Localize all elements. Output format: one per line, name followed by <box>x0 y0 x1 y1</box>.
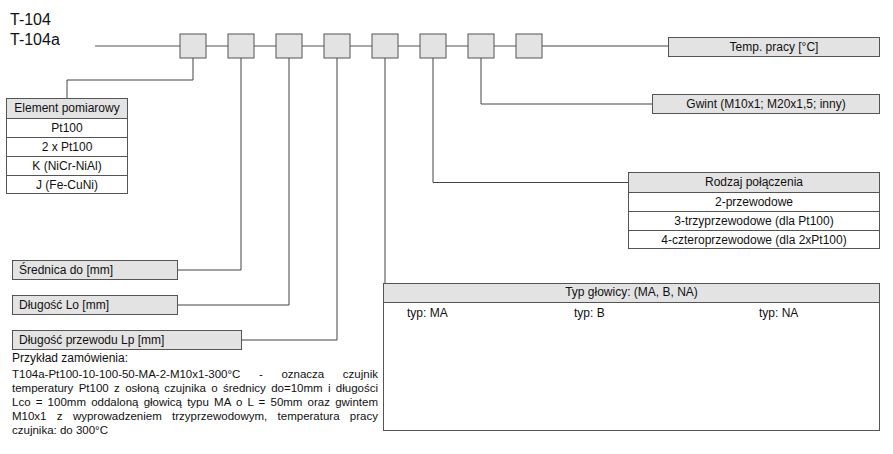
leader-line <box>542 46 668 47</box>
field-box: Długość Lo [mm] <box>12 295 178 315</box>
code-slot <box>468 34 494 58</box>
text: Długość Lo [mm] <box>19 296 109 314</box>
text: Średnica do [mm] <box>19 261 113 279</box>
example-heading: Przykład zamówienia: <box>12 351 378 365</box>
field-label: Gwint (M10x1; M20x1,5; inny) <box>653 95 879 114</box>
table-heading: Element pomiarowy <box>7 99 127 118</box>
dash <box>302 46 324 47</box>
text: Temp. pracy [°C] <box>730 38 819 56</box>
code-slot <box>180 34 206 58</box>
panel-heading: Typ głowicy: (MA, B, NA) <box>384 284 879 303</box>
text: Długość przewodu Lp [mm] <box>19 331 164 349</box>
text: Pt100 <box>51 119 82 137</box>
model-name: T-104 <box>10 11 51 29</box>
dash <box>95 46 180 47</box>
leader-line <box>433 58 628 183</box>
code-slot <box>372 34 398 58</box>
dash <box>494 46 516 47</box>
field-box: Temp. pracy [°C] <box>668 37 880 57</box>
code-slot <box>228 34 254 58</box>
field-box: Gwint (M10x1; M20x1,5; inny) <box>652 94 880 114</box>
code-slot <box>324 34 350 58</box>
head-type-label: typ: MA <box>406 306 449 320</box>
field-box: Średnica do [mm] <box>12 260 178 280</box>
head-type-label: typ: B <box>573 306 606 320</box>
leader-line <box>481 58 652 104</box>
table-cell: 4-czteroprzewodowe (dla 2xPt100) <box>629 230 879 249</box>
table-cell: J (Fe-CuNi) <box>7 175 127 194</box>
table-cell: 2-przewodowe <box>629 192 879 211</box>
field-label: Długość Lo [mm] <box>13 296 177 315</box>
model-name: T-104a <box>10 31 60 49</box>
table-cell: Pt100 <box>7 118 127 137</box>
text: Rodzaj połączenia <box>705 173 803 191</box>
code-slot <box>420 34 446 58</box>
text: Element pomiarowy <box>14 99 119 117</box>
table-cell: 2 x Pt100 <box>7 137 127 156</box>
table-cell: K (NiCr-NiAl) <box>7 156 127 175</box>
example-note: T104a-Pt100-10-100-50-MA-2-M10x1-300°C -… <box>12 367 378 437</box>
option-table: Element pomiarowyPt1002 x Pt100K (NiCr-N… <box>6 98 128 194</box>
leader-line <box>178 58 241 270</box>
code-slots <box>95 34 542 58</box>
dash <box>350 46 372 47</box>
table-heading: Rodzaj połączenia <box>629 173 879 192</box>
leader-line <box>67 58 193 98</box>
field-label: Średnica do [mm] <box>13 261 177 280</box>
field-label: Długość przewodu Lp [mm] <box>13 331 241 350</box>
text: Gwint (M10x1; M20x1,5; inny) <box>686 95 845 113</box>
text: 3-trzyprzewodowe (dla Pt100) <box>674 212 833 230</box>
text: 4-czteroprzewodowe (dla 2xPt100) <box>661 231 846 249</box>
dash <box>398 46 420 47</box>
dash <box>206 46 228 47</box>
leader-line <box>178 58 289 305</box>
code-slot <box>276 34 302 58</box>
field-label: Temp. pracy [°C] <box>669 38 879 57</box>
field-box: Długość przewodu Lp [mm] <box>12 330 242 350</box>
head-type-panel: Typ głowicy: (MA, B, NA) typ: MA typ: B typ… <box>383 283 880 431</box>
text: 2-przewodowe <box>715 193 793 211</box>
head-type-label: typ: NA <box>758 306 799 320</box>
text: K (NiCr-NiAl) <box>32 157 101 175</box>
text: J (Fe-CuNi) <box>36 176 98 194</box>
table-cell: 3-trzyprzewodowe (dla Pt100) <box>629 211 879 230</box>
leader-line <box>385 58 386 283</box>
option-table: Rodzaj połączenia 2-przewodowe3-trzyprzew… <box>628 172 880 249</box>
dash <box>254 46 276 47</box>
dash <box>446 46 468 47</box>
text: 2 x Pt100 <box>42 138 93 156</box>
leader-line <box>242 58 337 340</box>
code-slot <box>516 34 542 58</box>
